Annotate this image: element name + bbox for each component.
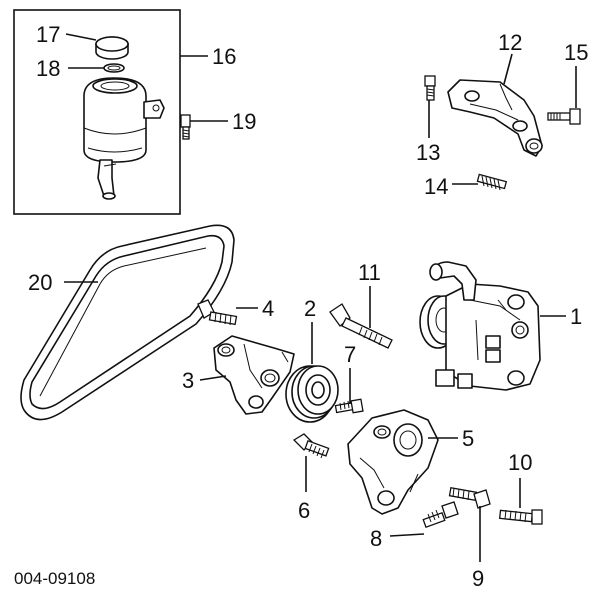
- callout-5: 5: [462, 426, 474, 451]
- long-bolt-11[interactable]: [329, 303, 393, 349]
- diagram-code: 004-09108: [14, 569, 95, 588]
- upper-bracket[interactable]: [447, 79, 543, 157]
- callout-19: 19: [232, 109, 256, 134]
- callout-18: 18: [36, 56, 60, 81]
- reservoir-tank[interactable]: [83, 77, 165, 200]
- callout-1: 1: [570, 304, 582, 329]
- bracket-stud-14[interactable]: [476, 173, 508, 191]
- leader-lines: [64, 33, 577, 562]
- callout-3: 3: [182, 368, 194, 393]
- callout-4: 4: [262, 296, 274, 321]
- callout-7: 7: [344, 342, 356, 367]
- callout-12: 12: [498, 30, 522, 55]
- callout-labels: 17 18 16 19 12 15 13 14 20 4 2 11 1 3 7 …: [28, 22, 588, 591]
- idler-bracket[interactable]: [213, 335, 295, 415]
- callout-8: 8: [370, 526, 382, 551]
- callout-2: 2: [304, 296, 316, 321]
- callout-9: 9: [472, 566, 484, 591]
- bracket-bolt-6[interactable]: [292, 433, 330, 459]
- idler-bolt-4[interactable]: [197, 299, 238, 326]
- reservoir-cap[interactable]: [95, 36, 129, 60]
- bracket-bolt-15[interactable]: [547, 108, 581, 125]
- callout-6: 6: [298, 498, 310, 523]
- callout-14: 14: [424, 174, 448, 199]
- reservoir-bolt[interactable]: [180, 114, 191, 140]
- callout-13: 13: [416, 140, 440, 165]
- pump-bracket[interactable]: [347, 409, 439, 515]
- reservoir-o-ring[interactable]: [103, 63, 125, 73]
- pump-bolt-9[interactable]: [448, 487, 491, 509]
- pump-bolt-10[interactable]: [498, 509, 543, 525]
- bracket-bolt-8[interactable]: [422, 501, 459, 529]
- drive-belt[interactable]: [20, 224, 235, 421]
- callout-11: 11: [358, 260, 381, 285]
- callout-16: 16: [212, 44, 236, 69]
- callout-10: 10: [508, 450, 532, 475]
- pulley-bolt-7[interactable]: [334, 398, 364, 414]
- bracket-bolt-13[interactable]: [424, 75, 436, 101]
- callout-15: 15: [564, 40, 588, 65]
- power-steering-pump[interactable]: [419, 261, 541, 391]
- callout-20: 20: [28, 270, 52, 295]
- callout-17: 17: [36, 22, 60, 47]
- reservoir-inset: [13, 9, 181, 215]
- idler-pulley[interactable]: [285, 365, 339, 423]
